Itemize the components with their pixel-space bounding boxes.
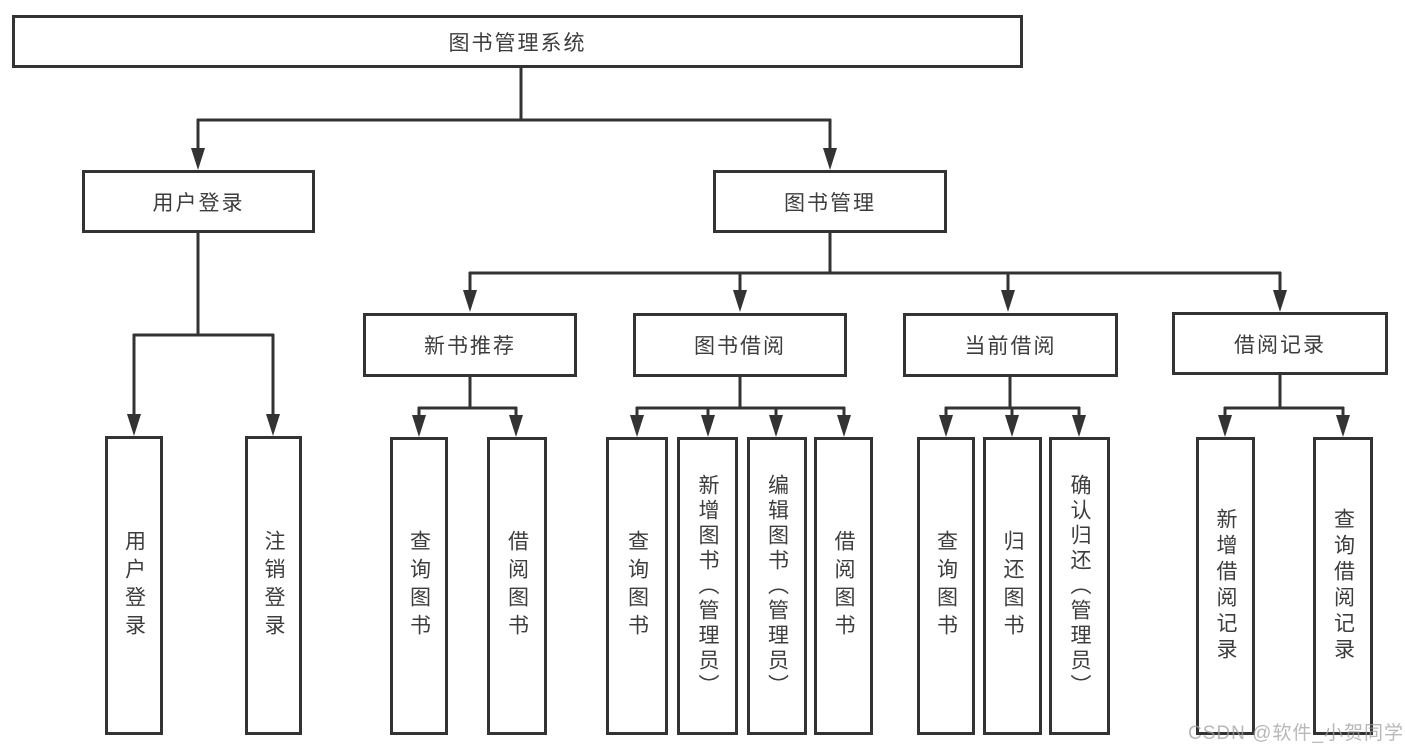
- leaf-logout: 注销登录: [245, 436, 302, 735]
- leaf-bb-edit-book-admin: 编辑图书（管理员）: [747, 437, 807, 735]
- leaf-nbr-borrow-book: 借阅图书: [487, 437, 547, 735]
- node-current-borrowing: 当前借阅: [903, 313, 1118, 377]
- leaf-br-query-record: 查询借阅记录: [1313, 437, 1373, 735]
- node-new-book-recommendation: 新书推荐: [363, 313, 577, 377]
- leaf-cb-return-book: 归还图书: [983, 437, 1042, 735]
- leaf-bb-add-book-admin: 新增图书（管理员）: [677, 437, 738, 735]
- leaf-nbr-query-book: 查询图书: [390, 437, 448, 735]
- node-book-management: 图书管理: [713, 170, 947, 233]
- leaf-cb-query-book: 查询图书: [917, 437, 975, 735]
- leaf-cb-confirm-return-admin: 确认归还（管理员）: [1049, 437, 1110, 735]
- node-root: 图书管理系统: [12, 15, 1023, 68]
- leaf-br-add-record: 新增借阅记录: [1196, 437, 1255, 735]
- leaf-user-login: 用户登录: [105, 436, 163, 735]
- leaf-bb-borrow-book: 借阅图书: [814, 437, 873, 735]
- csdn-watermark: CSDN @软件_小贺同学: [1188, 723, 1404, 744]
- node-book-borrowing: 图书借阅: [633, 313, 847, 377]
- leaf-bb-query-book: 查询图书: [606, 437, 668, 735]
- node-user-login: 用户登录: [82, 170, 315, 233]
- arrowhead-icons: [127, 148, 1350, 437]
- node-borrowing-records: 借阅记录: [1172, 312, 1388, 375]
